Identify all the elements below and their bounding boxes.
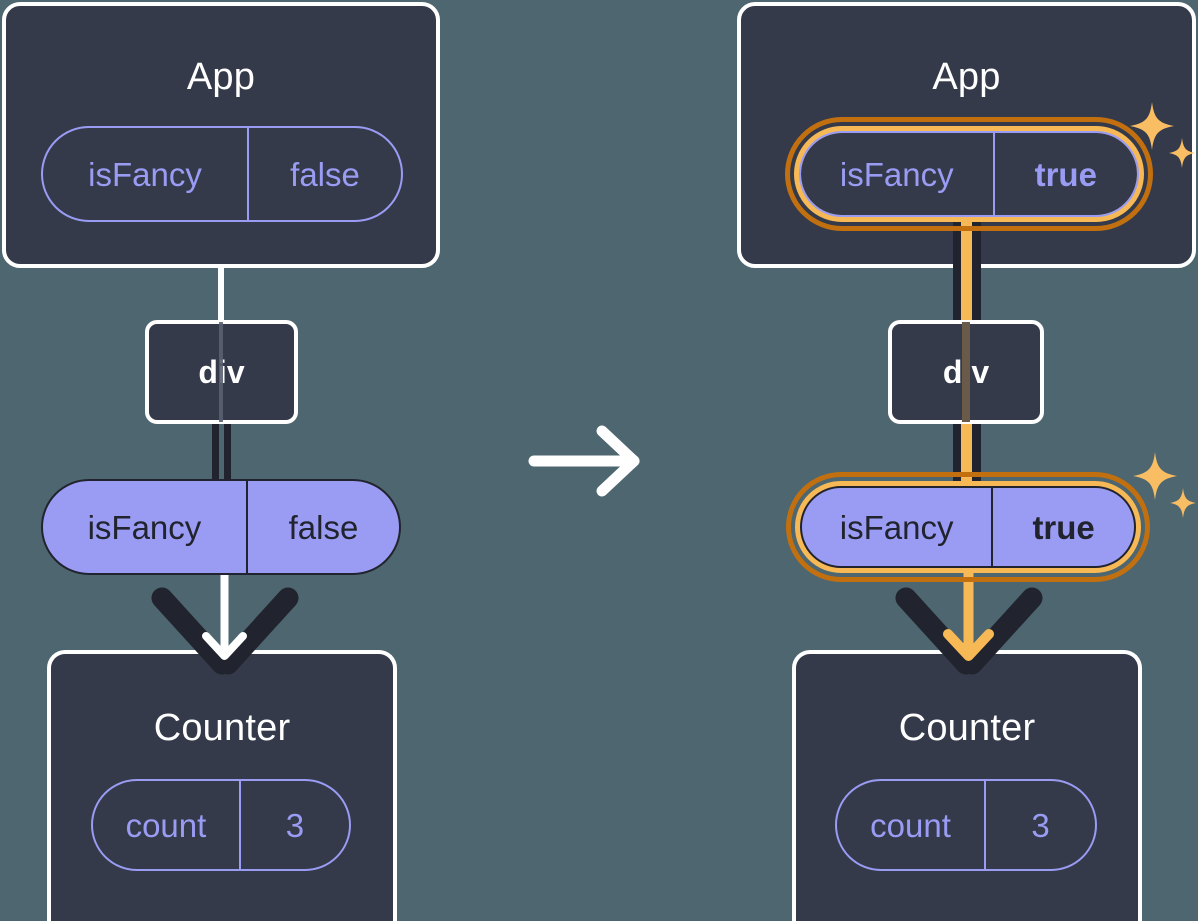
app-state-pill-before: isFancy false [41,126,403,222]
counter-state-name-after: count [870,806,951,844]
app-state-pill-after: isFancy true [799,131,1139,217]
counter-state-name-before: count [125,806,207,844]
prop-pill-before: isFancy false [41,479,401,575]
connector-through-div-before [219,322,223,422]
prop-highlight-ring-after [786,472,1150,582]
app-title-after: App [932,56,1001,98]
counter-title-before: Counter [153,707,291,749]
prop-name-after: isFancy [839,508,954,546]
counter-state-pill-before: count 3 [91,779,351,871]
sparkles-icon-app-after [1130,102,1195,168]
app-state-value-after: true [992,133,1137,215]
app-state-value-before: false [247,128,401,220]
connector-div-to-prop-after-core [961,422,972,484]
app-state-name-after: isFancy [839,155,954,193]
connector-div-to-prop-right-before [224,422,231,484]
connector-through-div-after [962,322,970,422]
counter-state-value-before: 3 [238,781,349,869]
app-state-highlight-ring-after [785,117,1153,231]
prop-flow-arrow-after [895,566,1043,675]
counter-state-value-after: 3 [984,781,1095,869]
prop-value-before: false [245,481,399,573]
transition-arrow-icon [528,425,640,497]
connector-app-to-div-after-core [961,215,972,323]
prop-value-after: true [991,488,1134,566]
app-state-name-before: isFancy [88,155,202,193]
prop-name-before: isFancy [87,508,202,546]
connector-app-to-div-before [218,268,224,320]
connector-div-to-prop-left-before [212,422,219,484]
counter-title-after: Counter [898,707,1036,749]
app-title-before: App [186,56,256,98]
counter-state-pill-after: count 3 [835,779,1097,871]
prop-pill-after: isFancy true [800,486,1136,568]
sparkles-icon-prop-after [1133,452,1196,518]
prop-flow-arrow-before [151,566,299,675]
